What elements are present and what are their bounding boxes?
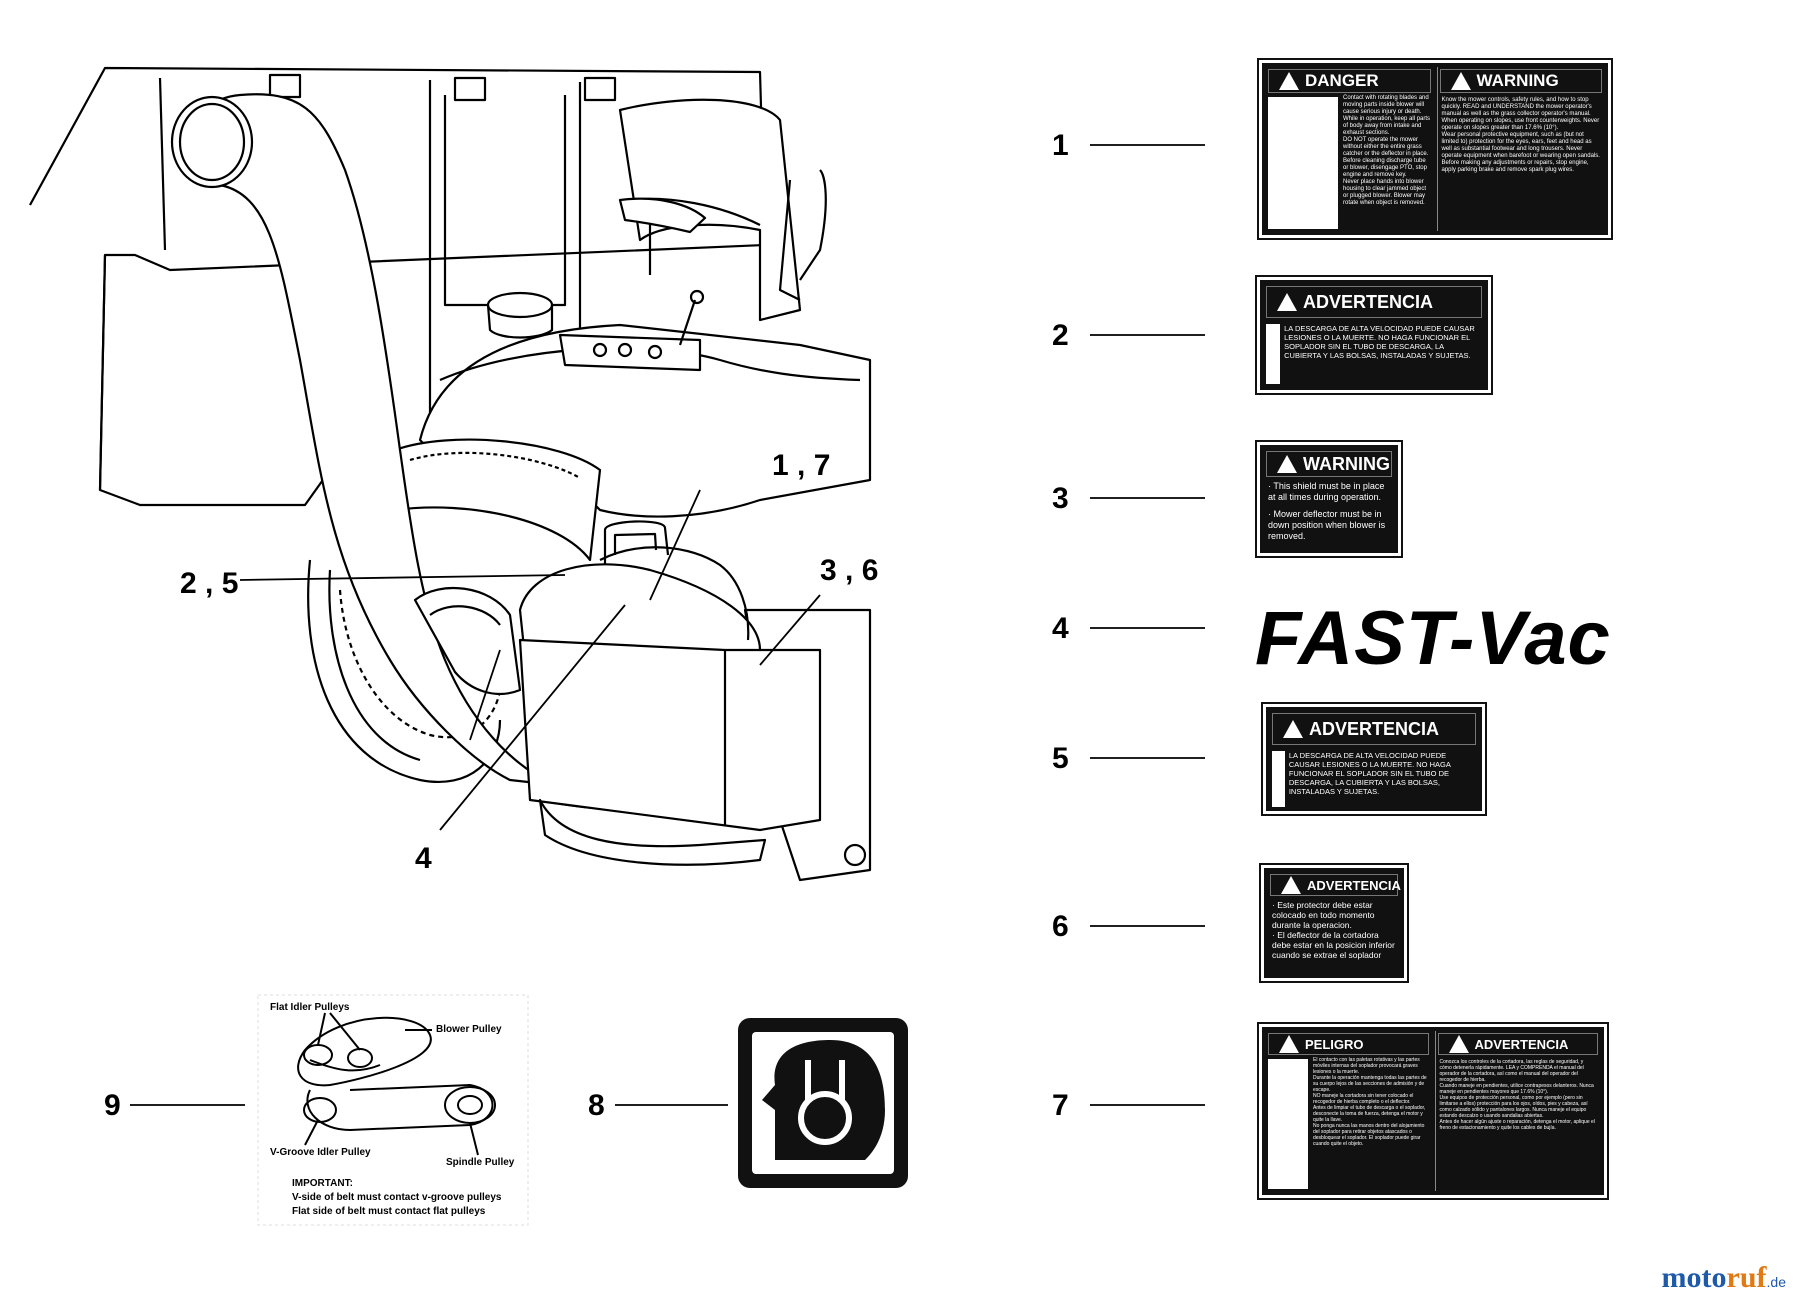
watermark-logo: motoruf.de: [1662, 1261, 1786, 1295]
belt-important-label: IMPORTANT:: [292, 1178, 353, 1189]
warning-line: Know the mower controls, safety rules, a…: [1441, 97, 1592, 117]
flat-idler-label: Flat Idler Pulleys: [270, 1002, 350, 1013]
warning-line: When operating on slopes, use front coun…: [1441, 118, 1600, 131]
mower-illustration: [29, 66, 872, 882]
warning-triangle-icon: [1281, 876, 1301, 894]
decal-6-title: ADVERTENCIA: [1307, 877, 1401, 893]
callout-r7: 7: [1052, 1089, 1069, 1122]
warning-triangle-icon: [1279, 72, 1299, 90]
warning-triangle-icon: [1277, 455, 1297, 473]
decal-7-peligro-advertencia: PELIGRO El contacto con las paletas rota…: [1257, 1022, 1609, 1200]
warning-line: Before making any adjustments or repairs…: [1441, 160, 1589, 173]
danger-text: Contact with rotating blades and moving …: [1343, 95, 1433, 231]
danger-line: Contact with rotating blades and moving …: [1343, 95, 1429, 115]
callout-r6: 6: [1052, 910, 1069, 943]
advertencia-line: Antes de hacer algún ajuste o reparación…: [1439, 1119, 1595, 1131]
watermark-tld: .de: [1766, 1274, 1786, 1290]
decal-3-title: WARNING: [1303, 453, 1390, 474]
danger-title: DANGER: [1305, 71, 1379, 90]
blower-shield: [518, 638, 822, 832]
decal-5-title: ADVERTENCIA: [1309, 718, 1440, 739]
peligro-line: No ponga nunca las manos dentro del aloj…: [1313, 1123, 1425, 1147]
head-hearing-icon: [762, 1040, 885, 1160]
warning-triangle-icon: [1279, 1035, 1299, 1053]
blower-pulley-label: Blower Pulley: [436, 1024, 502, 1035]
danger-line: Never place hands into blower housing to…: [1343, 179, 1427, 206]
watermark-part-1: moto: [1661, 1261, 1727, 1294]
decal-2-title: ADVERTENCIA: [1303, 291, 1434, 312]
callout-labels: 1 , 7 2 , 5 3 , 6 4 1 2 3 4 5 6 7 8 9: [104, 129, 1069, 1122]
spindle-pulley-label: Spindle Pulley: [446, 1157, 515, 1168]
peligro-title: PELIGRO: [1305, 1036, 1364, 1052]
advertencia-line: Use equipos de protección personal, como…: [1439, 1095, 1588, 1119]
decal-1-danger-warning: DANGER Contact with rotating blades and …: [1257, 58, 1613, 240]
decal-5-text: LA DESCARGA DE ALTA VELOCIDAD PUEDE CAUS…: [1288, 751, 1451, 796]
callout-r9: 9: [104, 1089, 121, 1122]
warning-title: WARNING: [1476, 71, 1559, 90]
callout-r1: 1: [1052, 129, 1069, 162]
belt-routing-diagram: [257, 994, 529, 1226]
peligro-line: NO maneje la cortadora sin tener colocad…: [1313, 1093, 1414, 1105]
advertencia-line: Cuando maneje en pendientes, utilice con…: [1439, 1083, 1594, 1095]
callout-4: 4: [415, 842, 432, 875]
callout-2-5: 2 , 5: [180, 567, 238, 600]
peligro-line: Antes de limpiar el tubo de descarga o e…: [1313, 1105, 1426, 1123]
decal-6-line-2: · El deflector de la cortadora debe esta…: [1272, 930, 1395, 960]
discharge-pictogram: [1272, 751, 1285, 807]
warning-line: Wear personal protective equipment, such…: [1441, 132, 1600, 159]
decal-3-line-2: · Mower deflector must be in down positi…: [1268, 509, 1386, 541]
callout-r4: 4: [1052, 612, 1069, 645]
danger-line: While in operation, keep all parts of bo…: [1343, 116, 1431, 136]
decal-2-advertencia: ADVERTENCIA LA DESCARGA DE ALTA VELOCIDA…: [1255, 275, 1493, 395]
decal-3-warning: WARNING · This shield must be in place a…: [1255, 440, 1403, 558]
warning-triangle-icon: [1450, 72, 1471, 90]
decal-2-text: LA DESCARGA DE ALTA VELOCIDAD PUEDE CAUS…: [1284, 324, 1475, 360]
discharge-tube: [188, 93, 557, 787]
peligro-line: Durante la operación mantenga todas las …: [1313, 1075, 1427, 1093]
warning-triangle-icon: [1448, 1035, 1469, 1053]
decal-6-advertencia: ADVERTENCIA · Este protector debe estar …: [1259, 863, 1409, 983]
leader-lines: [130, 144, 1205, 1106]
belt-note-1: V-side of belt must contact v-groove pul…: [292, 1192, 502, 1203]
danger-line: DO NOT operate the mower without either …: [1343, 137, 1429, 157]
callout-r8: 8: [588, 1089, 605, 1122]
peligro-line: El contacto con las paletas rotativas y …: [1313, 1057, 1420, 1075]
seat: [618, 98, 802, 322]
callout-r2: 2: [1052, 319, 1069, 352]
warning-text: Know the mower controls, safety rules, a…: [1438, 95, 1605, 176]
decal-6-line-1: · Este protector debe estar colocado en …: [1272, 900, 1375, 930]
callout-r3: 3: [1052, 482, 1069, 515]
decal-4-fastvac-logo: FAST-Vac: [1255, 596, 1611, 681]
advertencia-line: Conozca los controles de la cortadora, l…: [1439, 1059, 1584, 1083]
blower-icon-decal: [738, 1018, 908, 1188]
discharge-pictogram: [1266, 324, 1281, 384]
decal-5-advertencia: ADVERTENCIA LA DESCARGA DE ALTA VELOCIDA…: [1261, 702, 1487, 816]
vgroove-idler-label: V-Groove Idler Pulley: [270, 1147, 371, 1158]
callout-1-7: 1 , 7: [772, 449, 830, 482]
decal-3-line-1: · This shield must be in place at all ti…: [1268, 481, 1385, 502]
watermark-part-2: ruf: [1726, 1261, 1767, 1294]
callout-3-6: 3 , 6: [820, 554, 878, 587]
danger-line: Before cleaning discharge tube or blower…: [1343, 158, 1427, 178]
warning-triangle-icon: [1277, 293, 1297, 311]
hand-blower-pictogram: [1268, 1059, 1308, 1189]
hand-blower-pictogram: [1268, 97, 1338, 229]
warning-triangle-icon: [1283, 720, 1303, 738]
advertencia-title: ADVERTENCIA: [1474, 1036, 1569, 1052]
belt-note-2: Flat side of belt must contact flat pull…: [292, 1206, 486, 1217]
callout-r5: 5: [1052, 742, 1069, 775]
